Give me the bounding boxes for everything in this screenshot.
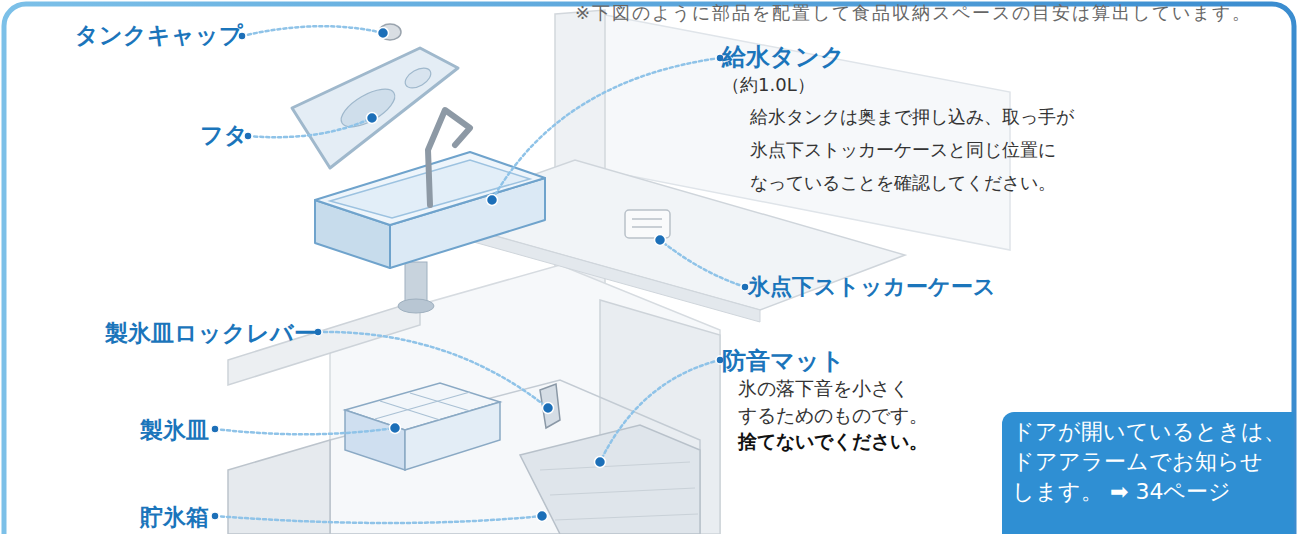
leader-dot — [390, 423, 401, 434]
part-name: 製氷皿 — [140, 415, 209, 445]
leader-dot — [211, 512, 219, 520]
tray-cell — [375, 392, 470, 419]
box-text: ドアが開いているときは、 ドアアラームでお知らせ します。 ➡ 34ページ — [1012, 417, 1284, 507]
tank-lid — [292, 48, 458, 168]
leader-line — [492, 58, 720, 200]
description-note: 氷の落下音を小さく するためのものです。 — [738, 375, 938, 429]
part-name: 製氷皿ロックレバー — [105, 318, 317, 348]
lock-lever — [540, 384, 560, 428]
lid-hole — [336, 82, 401, 135]
part-name: 氷点下ストッカーケース — [748, 272, 996, 302]
ice-box-rim — [330, 380, 700, 534]
lid-hole — [402, 64, 434, 92]
ice-tray-side — [405, 402, 500, 470]
part-name: 給水タンク — [722, 42, 845, 72]
leader-line — [660, 240, 745, 287]
pump-tube — [428, 110, 470, 205]
leader-line — [215, 516, 542, 523]
handle-line — [632, 226, 662, 228]
leader-line — [242, 26, 383, 36]
leader-dot — [655, 235, 666, 246]
note-text: ※下図のように部品を配置して食品収納スペースの目安は算出しています。 — [575, 2, 1252, 24]
leader-dot — [595, 457, 606, 468]
warning-note: 捨てないでください。 — [738, 428, 928, 455]
leader-dot — [378, 28, 389, 39]
leader-dot — [543, 403, 554, 414]
fridge-wall — [600, 14, 1010, 250]
part-name: 貯氷箱 — [140, 502, 209, 532]
mat-line — [550, 488, 695, 495]
leader-dot — [487, 195, 498, 206]
notice-box: ドアが開いているときは、 ドアアラームでお知らせ します。 ➡ 34ページ — [1002, 412, 1294, 534]
leader-line — [215, 428, 395, 434]
stocker-handle — [625, 210, 670, 238]
leader-dot — [367, 113, 378, 124]
tank-stand — [405, 262, 427, 304]
part-name: タンクキャップ — [75, 20, 243, 50]
leader-line — [248, 118, 372, 137]
part-name: フタ — [200, 120, 248, 150]
instruction-note: 給水タンクは奥まで押し込み、取っ手が 氷点下ストッカーケースと同じ位置に なって… — [750, 100, 1085, 199]
part-name: 防音マット — [722, 346, 845, 376]
capacity-text: （約1.0L） — [722, 72, 815, 98]
tray-cell — [410, 393, 470, 411]
leader-dot — [211, 425, 219, 433]
leader-line — [318, 332, 548, 408]
mat-line — [540, 462, 690, 470]
mat-line — [555, 514, 698, 520]
ice-compartment — [330, 265, 720, 534]
panel-frame — [4, 4, 1294, 534]
handle-line — [632, 218, 662, 220]
leader-dot — [537, 511, 548, 522]
tray-cell — [380, 401, 440, 420]
tank-foot — [398, 299, 434, 313]
leader-dot — [741, 283, 749, 291]
leader-line — [600, 360, 720, 462]
